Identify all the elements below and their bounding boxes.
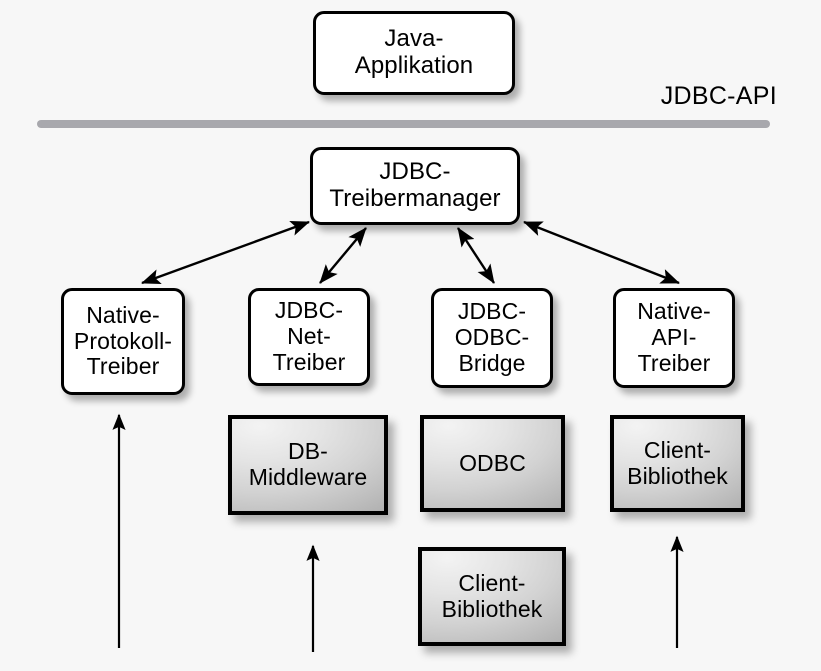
jdbc-api-divider [37,120,770,128]
node-jdbc-net-treiber[interactable]: JDBC- Net- Treiber [248,288,370,386]
node-jdbc-treibermanager[interactable]: JDBC- Treibermanager [310,147,520,225]
node-native-api-treiber[interactable]: Native- API- Treiber [613,288,735,388]
connector-treibermanager-jdbc-odbc [456,227,496,284]
node-native-protokoll-treiber[interactable]: Native- Protokoll- Treiber [61,288,185,395]
node-java-applikation[interactable]: Java- Applikation [313,11,515,95]
node-label: JDBC- Net- Treiber [272,297,346,375]
connector-treibermanager-native-protokoll [141,220,310,285]
node-label: Client- Bibliothek [441,569,543,622]
node-label: JDBC- ODBC- Bridge [454,298,530,376]
node-label: ODBC [459,449,526,476]
node-label: Native- Protokoll- Treiber [73,301,173,380]
node-jdbc-odbc-bridge[interactable]: JDBC- ODBC- Bridge [431,288,553,388]
node-label: Native- API- Treiber [637,298,711,376]
connector-treibermanager-jdbc-net [319,227,367,284]
node-client-bibliothek-odbc[interactable]: Client- Bibliothek [418,547,566,646]
node-label: Client- Bibliothek [627,436,728,489]
node-client-bibliothek-api[interactable]: Client- Bibliothek [610,415,745,512]
node-label: Java- Applikation [354,25,474,79]
connector-treibermanager-native-api [523,220,680,285]
node-odbc[interactable]: ODBC [420,415,565,512]
jdbc-api-label: JDBC-API [660,82,777,110]
node-label: JDBC- Treibermanager [329,158,501,212]
node-label: DB- Middleware [248,438,368,490]
node-db-middleware[interactable]: DB- Middleware [228,415,388,515]
